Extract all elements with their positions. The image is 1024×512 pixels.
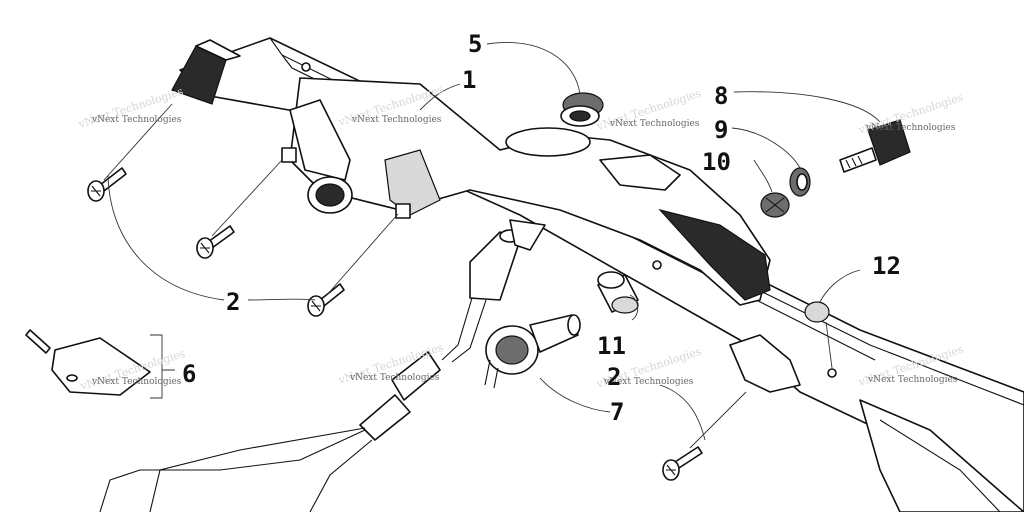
nut [760, 192, 790, 218]
knurled-nut [560, 92, 604, 127]
plug [804, 301, 830, 323]
ignition-key [839, 119, 911, 173]
screw-4 [662, 446, 703, 481]
clip-assembly [25, 329, 175, 399]
callout-2: 2 [226, 288, 240, 316]
ignition-switch-harness [99, 219, 546, 512]
callout-labels: 1 2 2 5 6 7 8 9 10 11 12 [182, 30, 901, 426]
handlebar-housing [171, 37, 1024, 512]
screw-3 [307, 283, 345, 317]
callout-8: 8 [714, 82, 728, 110]
watermark-text: vNext Technologies [609, 119, 700, 129]
callout-2: 2 [607, 363, 621, 391]
washer [789, 167, 811, 197]
callout-5: 5 [468, 30, 482, 58]
watermark-text: vNext Technologies [349, 373, 440, 383]
watermark-text: vNext Technologies [91, 377, 182, 387]
callout-6: 6 [182, 360, 196, 388]
callout-9: 9 [714, 116, 728, 144]
watermark-text: vNext Technologies [351, 115, 442, 125]
bushing [597, 271, 639, 314]
screw-2 [196, 225, 235, 259]
callout-10: 10 [702, 148, 731, 176]
callout-12: 12 [872, 252, 901, 280]
watermark-text: vNext Technologies [865, 123, 956, 133]
callout-11: 11 [597, 332, 626, 360]
leader-lines [103, 42, 881, 449]
screw-1 [87, 167, 127, 202]
callout-7: 7 [610, 398, 624, 426]
callout-1: 1 [462, 66, 476, 94]
watermark-text: vNext Technologies [867, 375, 958, 385]
watermark-text: vNext Technologies [603, 377, 694, 387]
rotary-switch [484, 314, 581, 389]
screw-parts [87, 167, 703, 481]
watermark-text: vNext Technologies [91, 115, 182, 125]
